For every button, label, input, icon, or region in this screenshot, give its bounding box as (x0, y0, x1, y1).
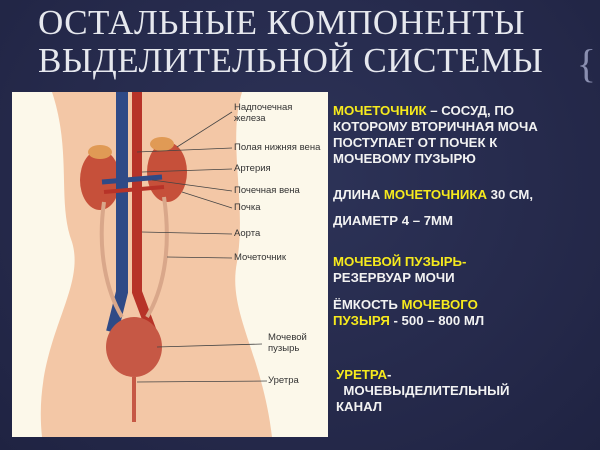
brace-decoration: { (576, 41, 596, 86)
title-line-1: ОСТАЛЬНЫЕ КОМПОНЕНТЫ (38, 3, 525, 42)
label-inferior-vena-cava: Полая нижняя вена (234, 142, 321, 153)
label-renal-vein: Почечная вена (234, 185, 300, 196)
label-artery: Артерия (234, 163, 271, 174)
label-aorta: Аорта (234, 228, 261, 239)
label-urethra: Уретра (268, 375, 299, 386)
ureter-definition: МОЧЕТОЧНИК – СОСУД, ПО КОТОРОМУ ВТОРИЧНА… (333, 103, 538, 166)
label-ureter: Мочеточник (234, 252, 286, 263)
ureter-length: ДЛИНА МОЧЕТОЧНИКА 30 СМ, (333, 187, 533, 202)
bladder-definition: МОЧЕВОЙ ПУЗЫРЬ-РЕЗЕРВУАР МОЧИ (333, 254, 467, 285)
ureter-diameter: ДИАМЕТР 4 – 7ММ (333, 213, 453, 228)
label-kidney: Почка (234, 202, 261, 213)
title-line-2: ВЫДЕЛИТЕЛЬНОЙ СИСТЕМЫ (38, 41, 544, 80)
